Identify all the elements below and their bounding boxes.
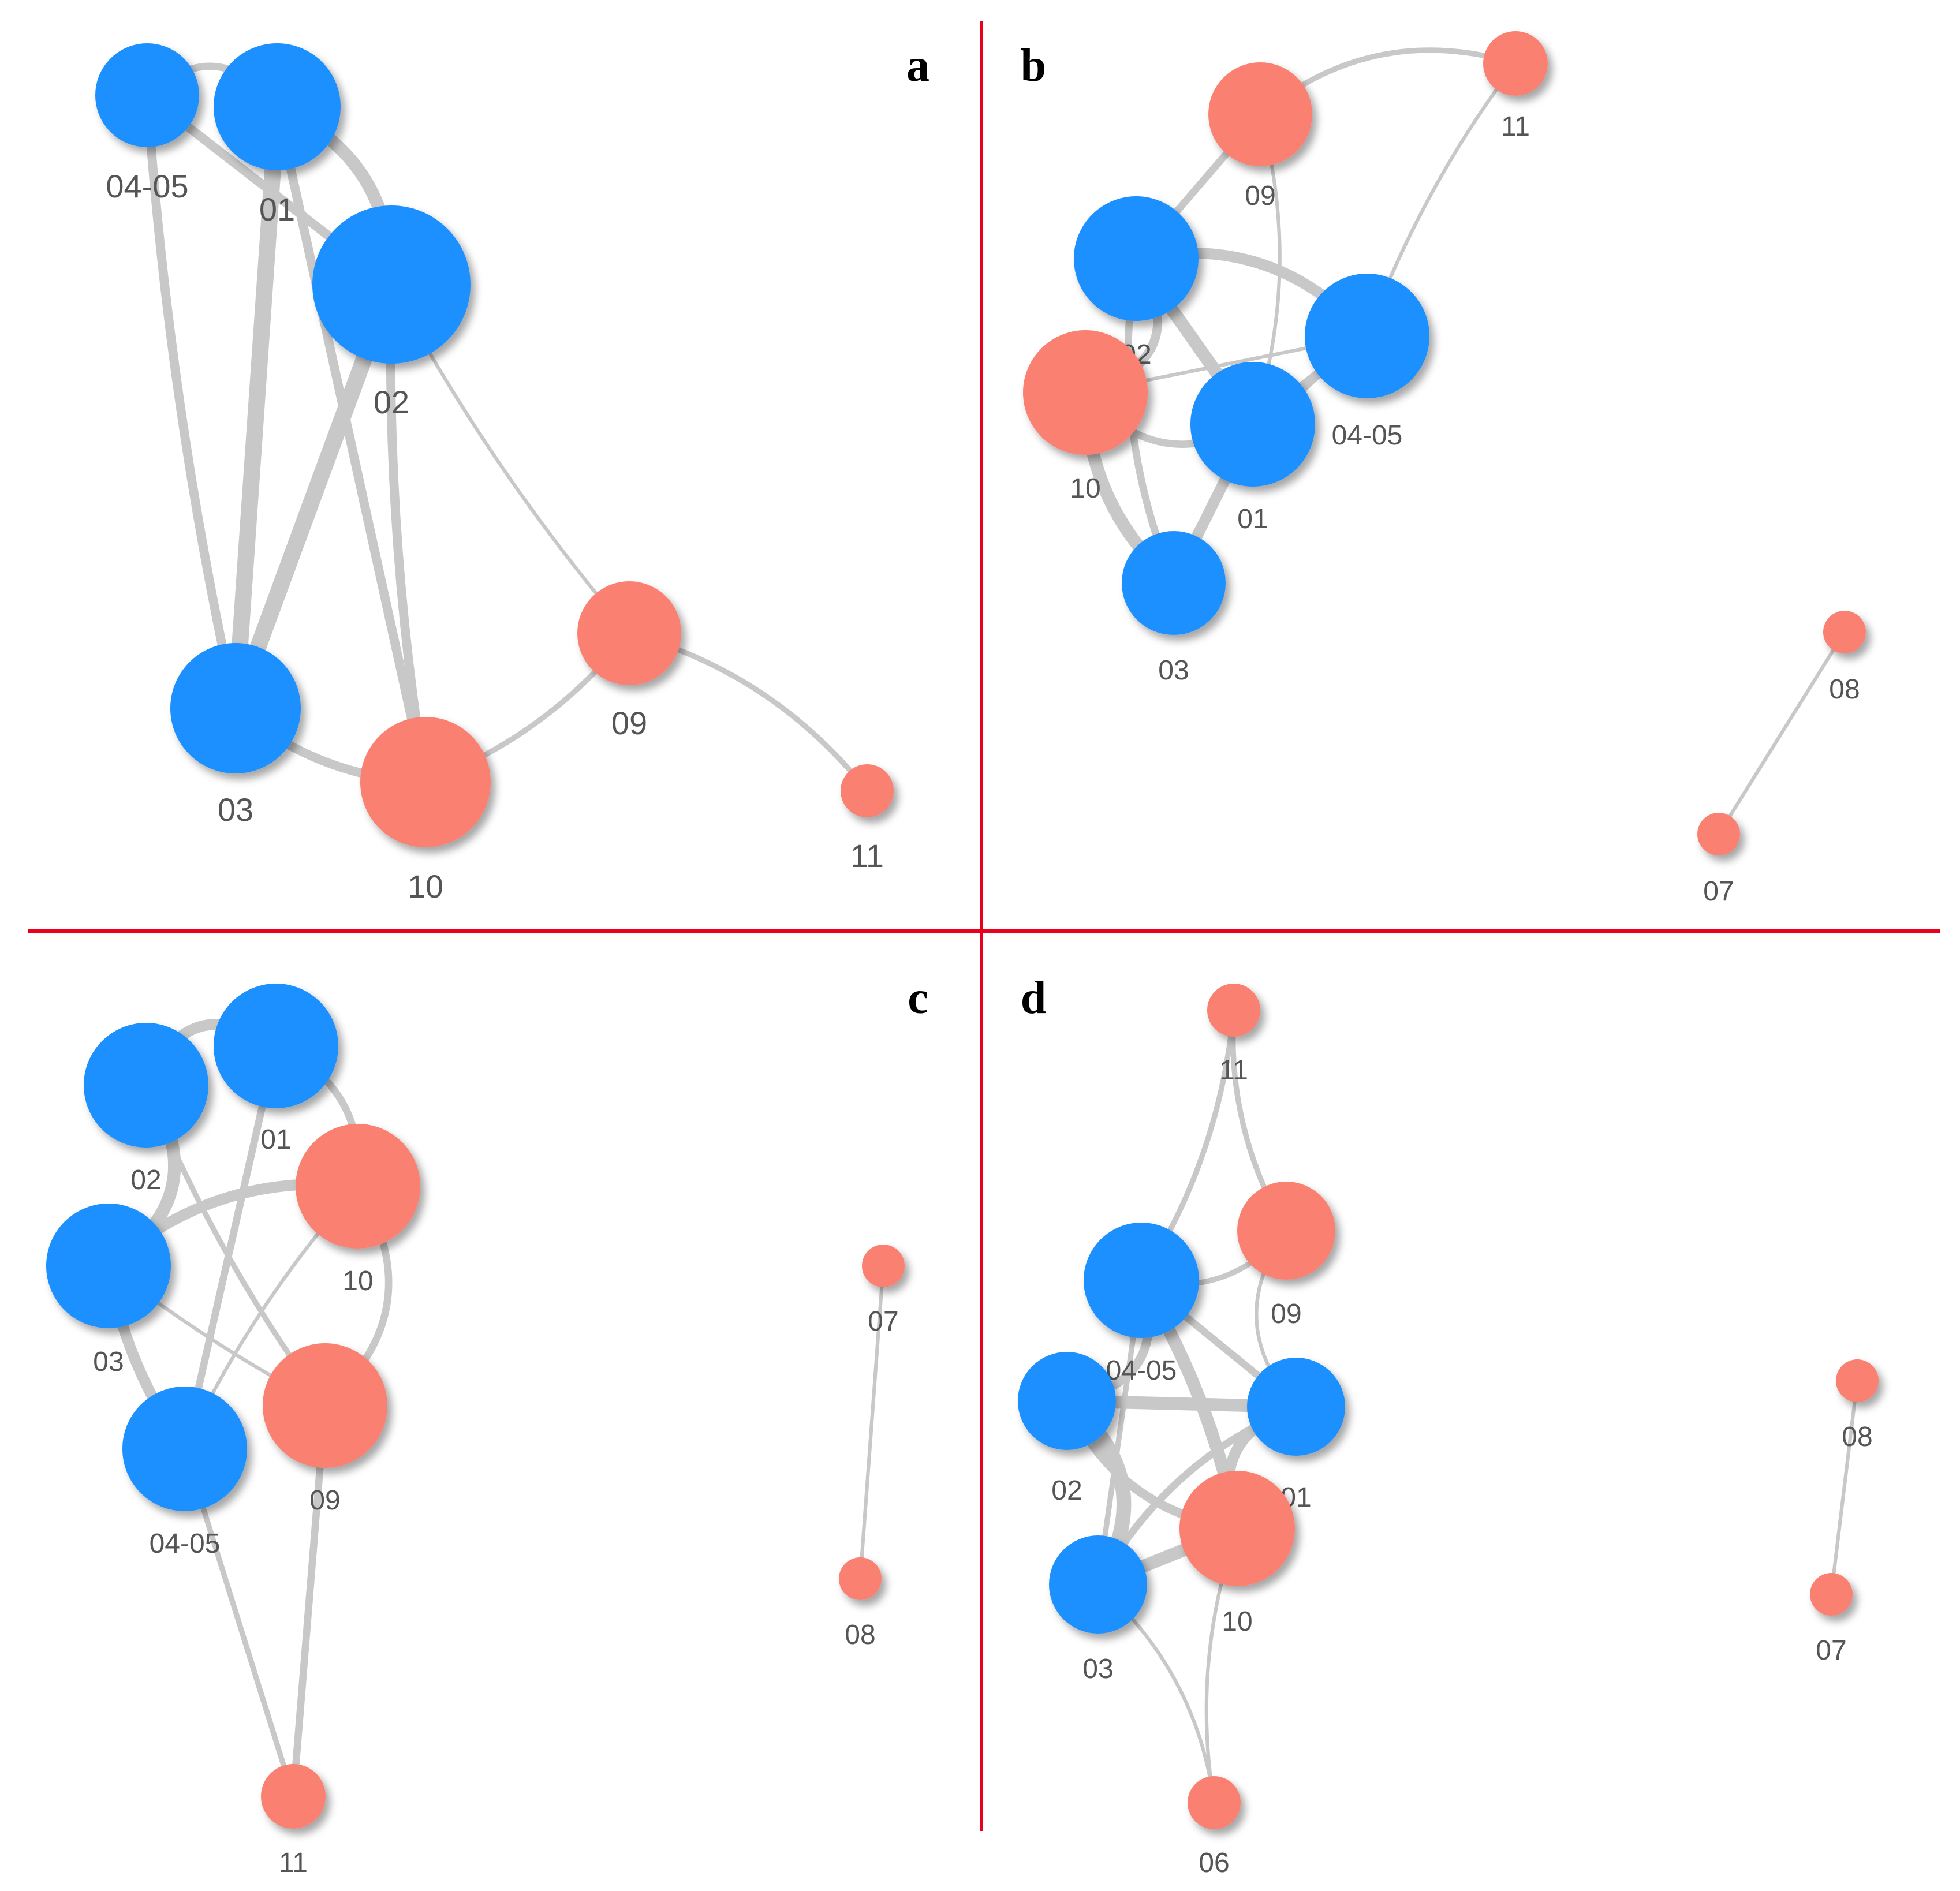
node-label-01: 01 [1237,504,1268,535]
node-02 [312,205,471,364]
node-label-03: 03 [93,1347,124,1377]
node-label-08: 08 [845,1620,875,1650]
node-label-08: 08 [1829,674,1860,705]
node-07 [1697,813,1740,855]
node-label-04-05: 04-05 [106,168,188,204]
node-label-04-05: 04-05 [150,1529,221,1559]
node-label-09: 09 [1245,181,1275,211]
edge-08-07 [1716,630,1847,836]
node-label-11: 11 [1219,1055,1248,1086]
node-label-09: 09 [1271,1299,1301,1329]
node-03 [1122,531,1226,635]
node-10 [1179,1471,1295,1586]
node-08 [839,1557,882,1600]
node-label-11: 11 [1501,111,1530,142]
node-03 [46,1204,171,1328]
node-label-06: 06 [1199,1848,1229,1878]
node-01 [1247,1358,1345,1456]
node-label-01: 01 [259,191,295,227]
node-08 [1836,1359,1879,1402]
node-03 [170,643,301,773]
node-label-02: 02 [374,384,409,420]
node-label-08: 08 [1842,1422,1872,1452]
edge-01-03 [227,98,286,717]
node-02 [84,1023,208,1148]
node-11 [1207,984,1260,1037]
node-11 [841,764,894,817]
panel-d-edges [1059,1007,1860,1805]
node-04-05 [1084,1223,1199,1338]
node-label-10: 10 [1222,1606,1252,1637]
node-04-05 [122,1387,247,1511]
node-01 [214,984,338,1108]
node-label-10: 10 [1070,473,1100,504]
node-label-02: 02 [1051,1475,1082,1506]
panel-c: 02 01 10 03 04-05 09 11 07 08 c [46,973,928,1878]
node-label-03: 03 [1082,1654,1113,1684]
node-06 [1188,1776,1241,1829]
edge-01-10 [272,102,430,787]
node-10 [360,717,491,847]
node-label-01: 01 [260,1124,291,1155]
node-02 [1018,1352,1116,1450]
node-label-07: 07 [1816,1635,1846,1666]
edge-04-05-03 [143,91,240,713]
node-label-02: 02 [130,1165,161,1195]
node-08 [1823,611,1866,653]
node-10 [296,1124,420,1249]
panel-letter-b: b [1021,40,1047,91]
panel-letter-a: a [906,40,929,91]
node-label-11: 11 [850,838,884,874]
node-01 [1190,362,1315,487]
node-label-10: 10 [408,868,443,905]
node-label-07: 07 [868,1306,898,1337]
node-label-07: 07 [1703,876,1734,907]
node-01 [214,43,341,170]
panel-letter-d: d [1021,973,1047,1023]
node-02 [1074,196,1199,321]
node-04-05 [95,43,199,147]
edge-08-07 [1829,1378,1860,1597]
node-10 [1023,330,1148,455]
node-label-03: 03 [1158,655,1189,686]
node-label-04-05: 04-05 [1332,420,1403,451]
node-07 [1810,1573,1853,1616]
node-09 [1208,62,1312,166]
node-09 [263,1343,387,1468]
node-03 [1049,1535,1147,1634]
node-09 [1237,1182,1335,1280]
node-07 [862,1245,905,1287]
node-09 [577,581,681,685]
panel-a: 04-05 01 02 03 10 09 11 a [95,40,929,905]
node-label-10: 10 [342,1266,373,1296]
panel-letter-c: c [908,973,928,1023]
edge-07-08 [858,1264,886,1581]
node-label-03: 03 [218,791,253,828]
node-label-09: 09 [611,705,647,741]
node-label-09: 09 [309,1485,340,1516]
node-04-05 [1305,274,1429,398]
node-label-11: 11 [279,1848,308,1878]
node-label-04-05: 04-05 [1106,1355,1177,1386]
node-11 [1483,31,1548,96]
node-11 [261,1764,326,1829]
